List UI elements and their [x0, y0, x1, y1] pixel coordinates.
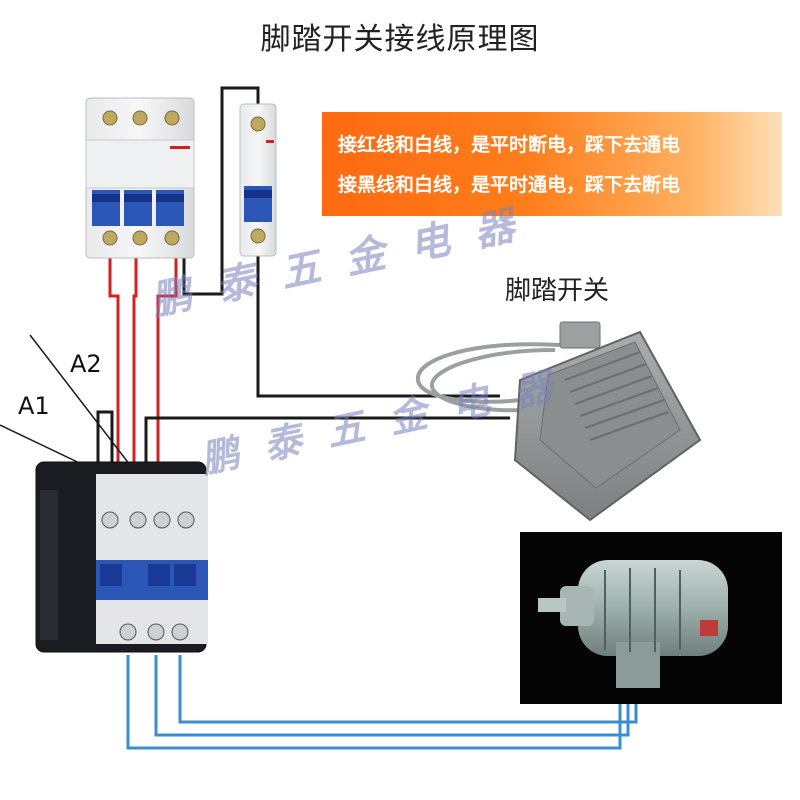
note-line-red-white: 接红线和白线，是平时断电，踩下去通电 — [338, 134, 681, 156]
terminal-a1-label: A1 — [18, 392, 50, 420]
terminal-pointers — [0, 334, 131, 469]
note-line-black-white: 接黑线和白线，是平时通电，踩下去断电 — [338, 174, 681, 196]
black-wires — [96, 86, 510, 470]
diagram-title: 脚踏开关接线原理图 — [260, 22, 540, 57]
note-banner — [322, 112, 782, 216]
pedal-cable — [415, 342, 561, 413]
three-pole-breaker — [85, 97, 195, 259]
motor — [520, 532, 782, 704]
terminal-a2-label: A2 — [70, 350, 102, 378]
single-pole-breaker — [239, 103, 277, 257]
foot-pedal-label: 脚踏开关 — [505, 276, 610, 306]
blue-wires — [126, 655, 638, 750]
foot-pedal — [513, 321, 702, 522]
red-wires — [108, 250, 178, 470]
contactor — [35, 461, 208, 653]
